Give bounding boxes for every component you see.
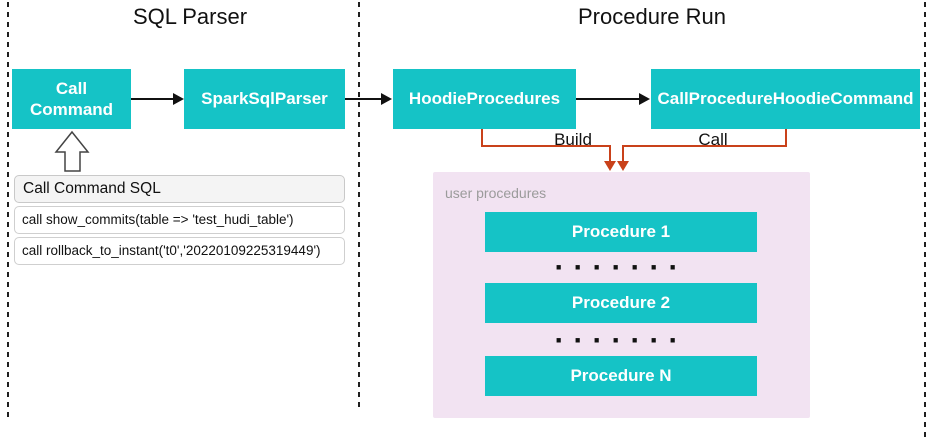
arrow-call-command-to-sparksqlparser — [131, 93, 184, 105]
edge-label-call: Call — [698, 130, 728, 149]
hollow-up-arrow — [54, 130, 90, 172]
node-hoodie-procedures: HoodieProcedures — [393, 69, 576, 129]
ellipsis-row-1: ······· — [554, 251, 688, 284]
sql-row-show-commits: call show_commits(table => 'test_hudi_ta… — [14, 206, 345, 234]
sql-card-header: Call Command SQL — [14, 175, 345, 203]
edge-label-build: Build — [554, 130, 592, 149]
sql-card: Call Command SQL call show_commits(table… — [14, 175, 345, 265]
procedure-box-1: Procedure 1 — [485, 212, 757, 252]
node-call-command: Call Command — [12, 69, 131, 129]
user-procedures-label: user procedures — [445, 185, 547, 201]
arrow-sparksqlparser-to-hoodieprocedures — [345, 93, 392, 105]
user-procedures-panel: user procedures Procedure 1 ······· Proc… — [433, 172, 810, 418]
procedure-box-n: Procedure N — [485, 356, 757, 396]
node-call-procedure-hoodie-command: CallProcedureHoodieCommand — [651, 69, 920, 129]
section-title-sql-parser: SQL Parser — [132, 4, 248, 29]
ellipsis-row-2: ······· — [554, 324, 688, 357]
sql-row-rollback-to-instant: call rollback_to_instant('t0','202201092… — [14, 237, 345, 265]
section-title-procedure-run: Procedure Run — [578, 4, 726, 29]
procedure-box-2: Procedure 2 — [485, 283, 757, 323]
arrow-hoodieprocedures-to-callprocedurehoodiecommand — [576, 93, 650, 105]
node-spark-sql-parser: SparkSqlParser — [184, 69, 345, 129]
